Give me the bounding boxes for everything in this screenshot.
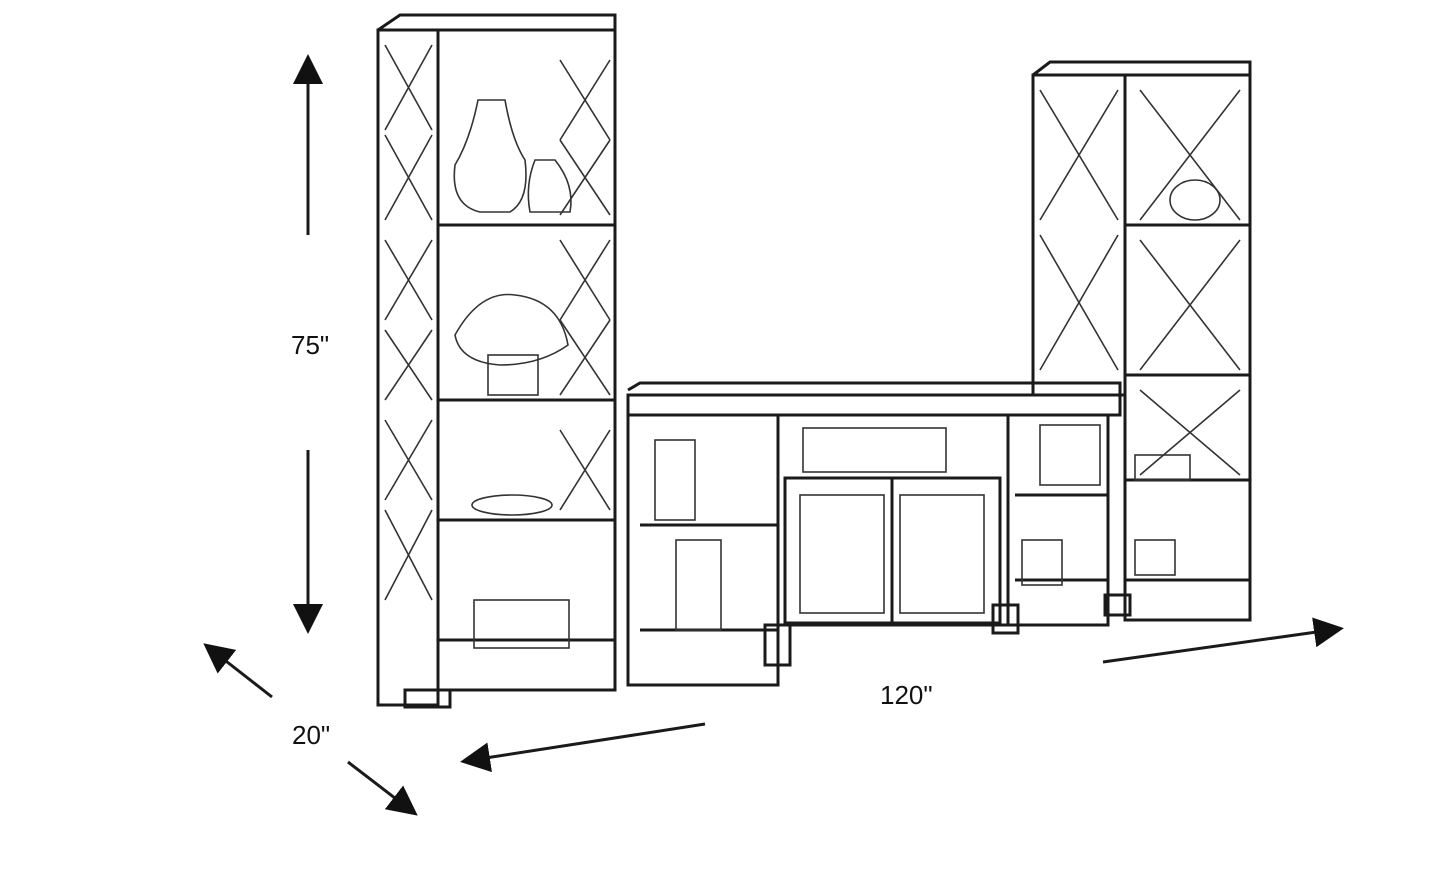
box-icon — [473, 599, 570, 649]
bowl-icon — [471, 494, 553, 516]
lantern-icon — [675, 539, 722, 631]
width-arrow-left — [460, 722, 706, 773]
books-icon — [654, 439, 696, 521]
width-label: 120" — [880, 680, 933, 710]
depth-arrow-back — [203, 643, 273, 699]
depth-label: 20" — [292, 720, 331, 750]
media-console — [626, 381, 1122, 687]
plant-icon — [454, 293, 569, 366]
box-icon — [802, 427, 947, 473]
width-arrow-right — [1102, 617, 1344, 664]
right-bookcase-tower — [1031, 60, 1252, 622]
books-icon — [1134, 454, 1191, 481]
vase-icon — [453, 99, 527, 213]
height-label: 75" — [291, 330, 330, 360]
box-icon — [1134, 539, 1176, 576]
vase-icon — [1169, 179, 1221, 221]
left-bookcase-tower — [376, 13, 617, 709]
depth-arrow-front — [347, 760, 418, 816]
